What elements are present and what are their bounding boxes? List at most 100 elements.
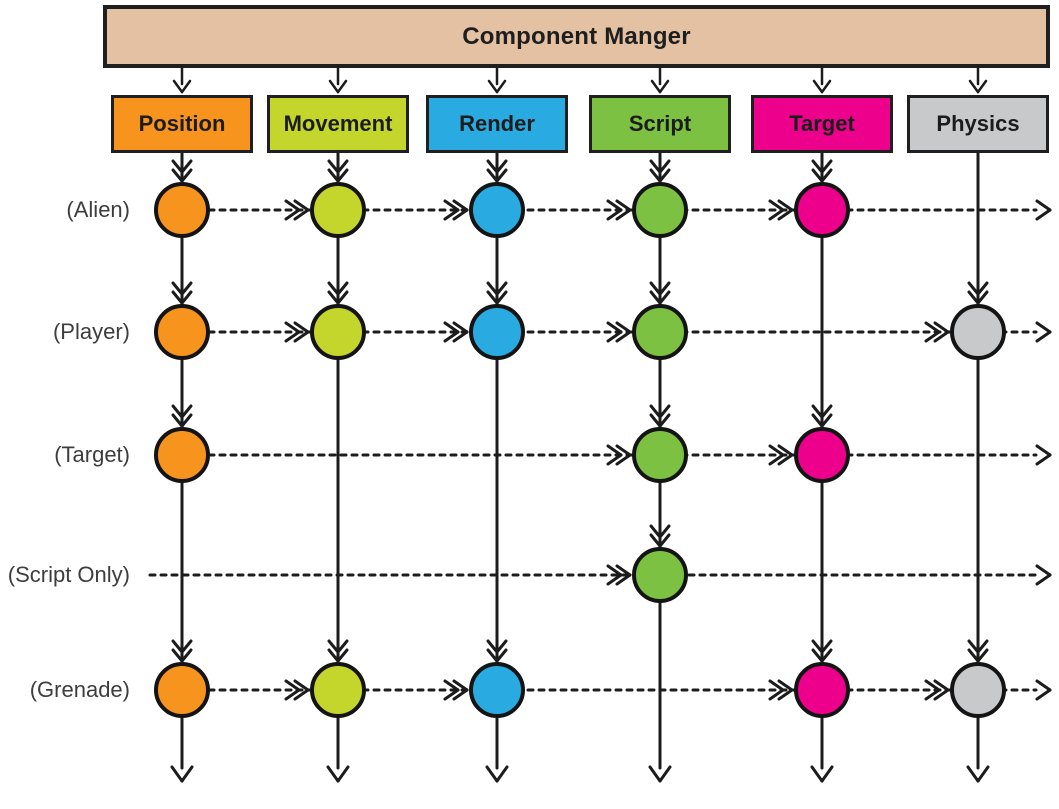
arrowhead-right-icon <box>284 199 301 212</box>
column-header-position: Position <box>111 95 253 153</box>
arrowhead-down-icon <box>649 533 662 548</box>
arrowhead-right-icon <box>443 321 460 334</box>
arrowhead-right-icon <box>768 444 785 457</box>
arrowhead-down-icon <box>180 404 193 419</box>
arrowhead-down-icon <box>820 404 833 419</box>
arrowhead-down-icon <box>495 79 507 94</box>
arrowhead-down-icon <box>976 765 990 783</box>
arrowhead-down-icon <box>180 639 193 654</box>
arrowhead-down-icon <box>180 281 193 296</box>
arrowhead-right-icon <box>452 679 469 692</box>
arrowhead-down-icon <box>180 413 193 428</box>
row-label-player: (Player) <box>52 319 130 344</box>
arrowhead-down-icon <box>495 648 508 663</box>
arrowhead-right-icon <box>777 688 794 701</box>
arrowhead-down-icon <box>495 765 509 783</box>
arrowhead-right-icon <box>924 321 941 334</box>
arrowhead-down-icon <box>486 648 499 663</box>
arrowhead-down-icon <box>649 524 662 539</box>
arrowhead-down-icon <box>658 290 671 305</box>
component-circle-physics <box>950 304 1006 360</box>
arrowhead-down-icon <box>649 159 662 174</box>
arrowhead-right-icon <box>924 688 941 701</box>
arrowhead-down-icon <box>180 648 193 663</box>
arrowhead-right-icon <box>443 199 460 212</box>
arrowhead-down-icon <box>336 159 349 174</box>
arrowhead-down-icon <box>495 639 508 654</box>
arrowhead-right-icon <box>768 679 785 692</box>
arrowhead-right-icon <box>284 208 301 221</box>
arrowhead-right-icon <box>615 573 632 586</box>
arrowhead-down-icon <box>820 79 832 94</box>
arrowhead-right-icon <box>606 573 623 586</box>
arrowhead-right-icon <box>768 208 785 221</box>
arrowhead-down-icon <box>820 639 833 654</box>
arrowhead-right-icon <box>615 453 632 466</box>
arrowhead-down-icon <box>820 648 833 663</box>
arrowhead-right-icon <box>1035 444 1052 457</box>
component-circle-target <box>794 427 850 483</box>
arrowhead-right-icon <box>1035 321 1052 334</box>
arrowhead-right-icon <box>933 321 950 334</box>
arrowhead-right-icon <box>924 679 941 692</box>
arrowhead-down-icon <box>811 639 824 654</box>
arrowhead-down-icon <box>812 79 824 94</box>
arrowhead-down-icon <box>658 159 671 174</box>
arrowhead-right-icon <box>606 330 623 343</box>
arrowhead-down-icon <box>649 404 662 419</box>
arrowhead-down-icon <box>336 281 349 296</box>
component-circle-position <box>154 304 210 360</box>
column-header-movement: Movement <box>267 95 409 153</box>
arrowhead-down-icon <box>649 413 662 428</box>
arrowhead-down-icon <box>336 648 349 663</box>
arrowhead-right-icon <box>293 199 310 212</box>
arrowhead-right-icon <box>777 208 794 221</box>
arrowhead-down-icon <box>180 290 193 305</box>
arrowhead-right-icon <box>615 330 632 343</box>
arrowhead-down-icon <box>658 281 671 296</box>
arrowhead-right-icon <box>1035 564 1052 577</box>
component-circle-render <box>469 304 525 360</box>
arrowhead-down-icon <box>495 281 508 296</box>
arrowhead-right-icon <box>606 453 623 466</box>
arrowhead-right-icon <box>933 688 950 701</box>
arrowhead-down-icon <box>811 413 824 428</box>
arrowhead-down-icon <box>658 524 671 539</box>
arrowhead-right-icon <box>284 679 301 692</box>
arrowhead-right-icon <box>293 208 310 221</box>
arrowhead-down-icon <box>976 281 989 296</box>
arrowhead-down-icon <box>171 290 184 305</box>
arrowhead-right-icon <box>452 208 469 221</box>
arrowhead-down-icon <box>976 79 988 94</box>
column-header-target: Target <box>751 95 893 153</box>
arrowhead-down-icon <box>180 79 192 94</box>
arrowhead-down-icon <box>658 533 671 548</box>
component-circle-position <box>154 427 210 483</box>
arrowhead-down-icon <box>658 413 671 428</box>
arrowhead-down-icon <box>171 168 184 183</box>
component-circle-target <box>794 662 850 718</box>
arrowhead-right-icon <box>777 199 794 212</box>
row-label-target: (Target) <box>54 442 130 467</box>
arrowhead-right-icon <box>443 330 460 343</box>
arrowhead-down-icon <box>648 765 662 783</box>
component-circle-script <box>632 547 688 603</box>
arrowhead-down-icon <box>820 159 833 174</box>
arrowhead-right-icon <box>284 321 301 334</box>
arrowhead-down-icon <box>171 639 184 654</box>
component-manager-bar: Component Manger <box>103 5 1050 68</box>
arrowhead-down-icon <box>649 290 662 305</box>
component-circle-physics <box>950 662 1006 718</box>
arrowhead-down-icon <box>327 281 340 296</box>
arrowhead-down-icon <box>495 168 508 183</box>
arrowhead-right-icon <box>1035 199 1052 212</box>
arrowhead-down-icon <box>976 639 989 654</box>
arrowhead-down-icon <box>171 159 184 174</box>
arrowhead-right-icon <box>452 330 469 343</box>
arrowhead-down-icon <box>485 765 499 783</box>
arrowhead-right-icon <box>452 199 469 212</box>
component-circle-script <box>632 304 688 360</box>
component-circle-target <box>794 182 850 238</box>
arrowhead-down-icon <box>336 765 350 783</box>
arrowhead-down-icon <box>336 168 349 183</box>
